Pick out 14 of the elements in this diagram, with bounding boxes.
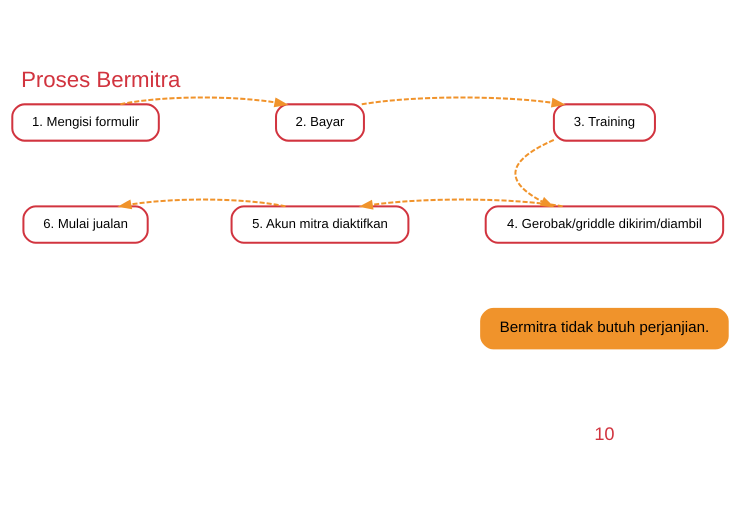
arrow	[358, 198, 563, 210]
node-box: 6. Mulai jualan	[22, 205, 149, 244]
arrow	[117, 198, 286, 210]
node-box: 2. Bayar	[275, 103, 365, 142]
node-box: 1. Mengisi formulir	[11, 103, 160, 142]
arrow	[514, 139, 555, 208]
label: 10	[594, 424, 615, 444]
arrow	[120, 96, 289, 108]
node-box: 4. Gerobak/griddle dikirim/diambil	[484, 205, 724, 244]
diagram-title: Proses Bermitra	[21, 66, 180, 92]
label: Bermitra tidak butuh perjanjian.	[500, 319, 710, 336]
node-box: 3. Training	[552, 103, 656, 142]
node-box: 5. Akun mitra diaktifkan	[230, 205, 410, 244]
arrow	[362, 96, 566, 108]
